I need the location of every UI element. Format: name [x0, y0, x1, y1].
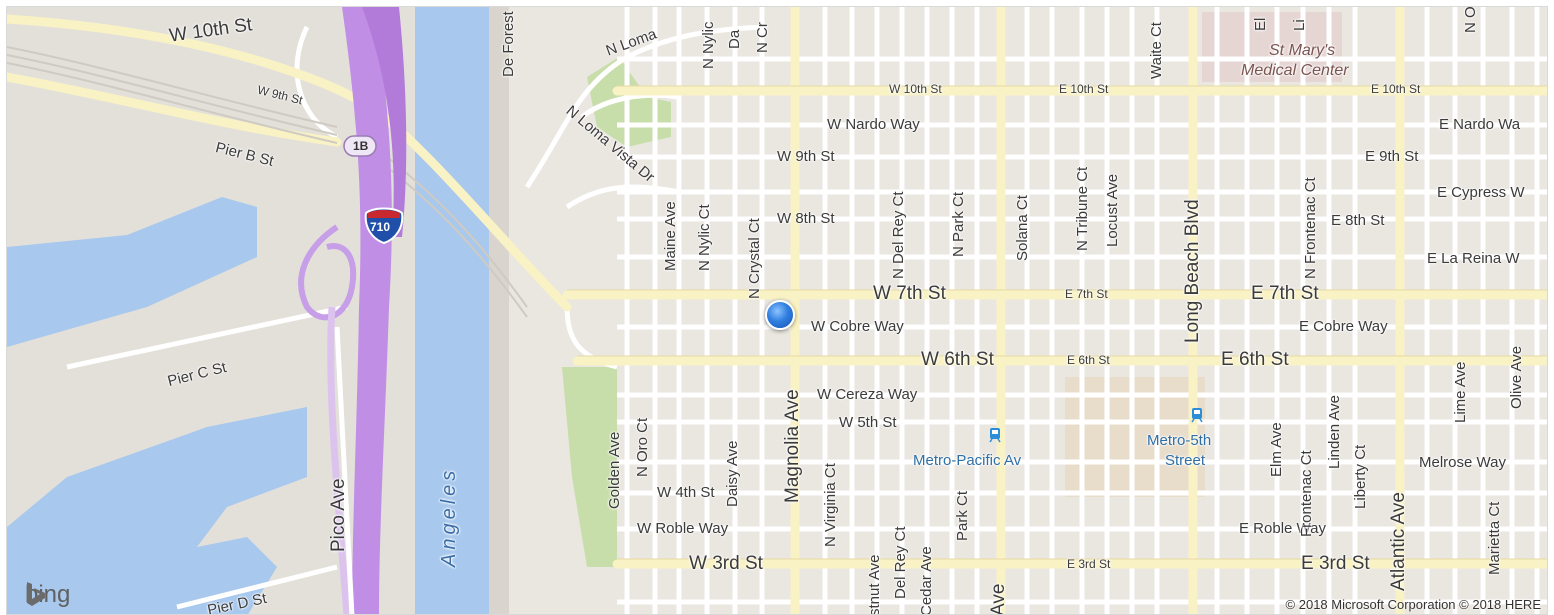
- street-olive-ave: Olive Ave: [1508, 345, 1525, 409]
- bing-logo: bing: [25, 581, 70, 609]
- street-maine-ave: Maine Ave: [662, 201, 679, 271]
- street-liberty-ct: Liberty Ct: [1352, 444, 1369, 509]
- poi-st-marys-line2[interactable]: Medical Center: [1241, 62, 1349, 79]
- street-linden-ave: Linden Ave: [1326, 395, 1343, 469]
- street-w-6th-st: W 6th St: [921, 349, 994, 370]
- street-n-crystal-top: N Cr: [754, 22, 771, 53]
- street-n-tribune-ct: N Tribune Ct: [1074, 166, 1091, 251]
- street-park-ct: Park Ct: [954, 490, 971, 541]
- street-magnolia-ave: Magnolia Ave: [782, 389, 803, 503]
- street-cedar-ave: Cedar Ave: [918, 546, 935, 615]
- street-waite-ct: Waite Ct: [1148, 22, 1165, 79]
- street-pico-ave: Pico Ave: [328, 478, 349, 552]
- street-chestnut-ave: stnut Ave: [866, 554, 883, 615]
- exit-1b-label: 1B: [353, 139, 369, 153]
- street-daisy-ave: Daisy Ave: [724, 440, 741, 507]
- street-w-nardo-way: W Nardo Way: [827, 116, 920, 133]
- street-melrose-way: Melrose Way: [1419, 454, 1506, 471]
- street-n-frontenac-ct: N Frontenac Ct: [1302, 177, 1319, 279]
- street-e-6th-st: E 6th St: [1221, 349, 1289, 370]
- street-atlantic-ave: Atlantic Ave: [1388, 492, 1409, 591]
- street-e-cobre-way: E Cobre Way: [1299, 318, 1388, 335]
- street-e-nardo-way: E Nardo Wa: [1439, 116, 1521, 133]
- street-w-4th-st: W 4th St: [657, 484, 715, 501]
- map-base-layer: [7, 7, 1547, 614]
- street-n-nylic-ct: N Nylic Ct: [696, 204, 713, 271]
- location-pin-icon[interactable]: [765, 300, 795, 330]
- exit-1b-shield-icon: [343, 135, 377, 157]
- street-solana-ct: Solana Ct: [1014, 195, 1031, 261]
- street-e-7th-st-small: E 7th St: [1065, 287, 1108, 301]
- street-n-nylic-top: N Nylic: [700, 21, 717, 70]
- street-golden-ave: Golden Ave: [606, 431, 623, 509]
- interstate-710-shield-icon: [364, 207, 404, 245]
- street-w-10th-st: W 10th St: [889, 82, 942, 96]
- metro-pacific-transit-icon[interactable]: [989, 427, 1001, 443]
- street-locust-ave: Locust Ave: [1104, 173, 1121, 247]
- street-e-cypress-way: E Cypress W: [1437, 184, 1525, 201]
- poi-metro-pacific-av[interactable]: Metro-Pacific Av: [913, 452, 1022, 469]
- street-e-6th-st-small: E 6th St: [1067, 353, 1110, 367]
- street-e-3rd-st: E 3rd St: [1301, 553, 1370, 574]
- street-e-10th-st-a: E 10th St: [1059, 82, 1109, 96]
- poi-metro-5th-line1[interactable]: Metro-5th: [1147, 432, 1212, 449]
- metro-5th-transit-icon[interactable]: [1191, 407, 1203, 423]
- bing-b-icon: [27, 582, 45, 606]
- river-label: Angeles: [438, 466, 460, 567]
- street-li-top: Li: [1291, 19, 1308, 31]
- street-frontenac-ct: Frontenac Ct: [1298, 450, 1315, 537]
- street-w-3rd-st: W 3rd St: [689, 553, 763, 574]
- street-w-cereza-way: W Cereza Way: [817, 386, 918, 403]
- street-w-cobre-way: W Cobre Way: [811, 318, 904, 335]
- street-e-roble-way: E Roble Way: [1239, 520, 1326, 537]
- street-e-9th-st: E 9th St: [1365, 148, 1419, 165]
- street-lime-ave: Lime Ave: [1452, 361, 1469, 423]
- street-w-8th-st: W 8th St: [777, 210, 835, 227]
- street-da-top: Da: [726, 29, 743, 49]
- street-n-o-top: N O: [1462, 6, 1479, 33]
- street-marietta-ct: Marietta Ct: [1486, 501, 1503, 575]
- street-long-beach-blvd: Long Beach Blvd: [1182, 199, 1203, 343]
- street-e-10th-st-b: E 10th St: [1371, 82, 1421, 96]
- poi-metro-5th-line2[interactable]: Street: [1165, 452, 1206, 469]
- street-n-park-ct: N Park Ct: [950, 191, 967, 257]
- street-el-top: El: [1252, 17, 1269, 31]
- street-w-5th-st: W 5th St: [839, 414, 897, 431]
- poi-st-marys-line1[interactable]: St Mary's: [1269, 42, 1336, 59]
- street-w-7th-st: W 7th St: [873, 283, 946, 304]
- street-n-del-rey-ct: N Del Rey Ct: [890, 191, 907, 279]
- street-w-9th-st: W 9th St: [777, 148, 835, 165]
- street-n-oro-ct: N Oro Ct: [634, 417, 651, 477]
- street-n-crystal-ct: N Crystal Ct: [746, 218, 763, 299]
- street-ave: Ave: [988, 583, 1009, 615]
- street-e-7th-st: E 7th St: [1251, 283, 1319, 304]
- street-del-rey-ct: Del Rey Ct: [892, 526, 909, 599]
- map-copyright: © 2018 Microsoft Corporation © 2018 HERE: [1285, 597, 1541, 612]
- interstate-710-label: 710: [370, 220, 391, 234]
- street-w-roble-way: W Roble Way: [637, 520, 729, 537]
- street-n-virginia-ct: N Virginia Ct: [822, 463, 839, 547]
- street-elm-ave: Elm Ave: [1268, 422, 1285, 477]
- street-e-3rd-st-small: E 3rd St: [1067, 557, 1111, 571]
- map-view[interactable]: 1B 710 W 10th St W 9th St Pier B St Pier…: [6, 6, 1548, 615]
- street-e-la-reina-way: E La Reina W: [1427, 250, 1520, 267]
- street-e-8th-st: E 8th St: [1331, 212, 1385, 229]
- street-de-forest: De Forest: [500, 11, 517, 77]
